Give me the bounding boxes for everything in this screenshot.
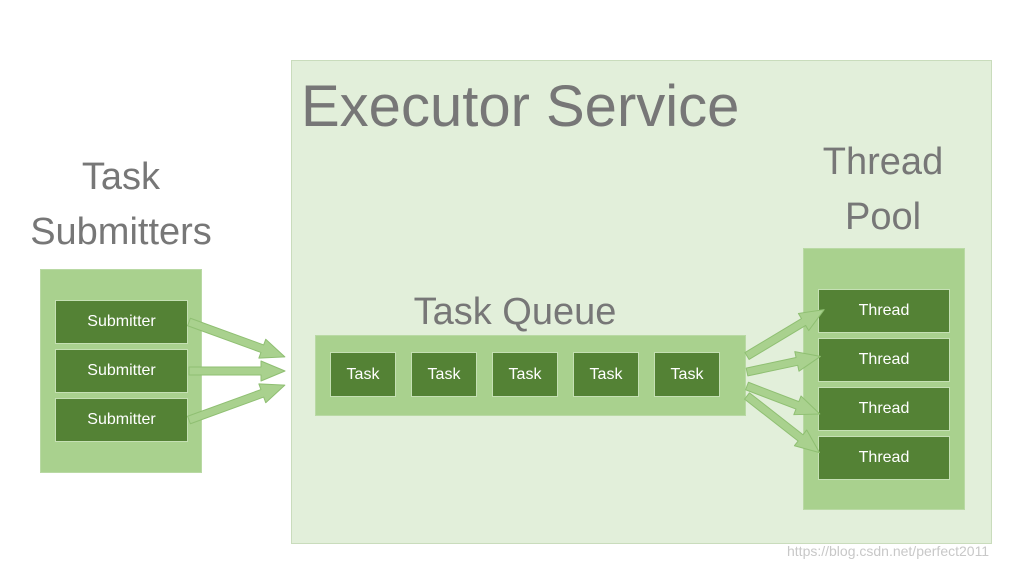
thread-box: Thread	[818, 387, 950, 431]
submitter-to-queue-arrow	[188, 360, 286, 382]
task-box: Task	[411, 352, 477, 397]
task-submitters-title-line2: Submitters	[30, 211, 212, 253]
submitter-box: Submitter	[55, 300, 188, 344]
watermark-text: https://blog.csdn.net/perfect2011	[787, 543, 990, 559]
task-box: Task	[330, 352, 396, 397]
thread-pool-title-line1: Thread	[822, 141, 944, 183]
queue-to-thread-arrow	[744, 309, 825, 360]
task-box: Task	[654, 352, 720, 397]
submitter-to-queue-arrow	[187, 383, 286, 425]
submitter-box: Submitter	[55, 349, 188, 393]
thread-box: Thread	[818, 436, 950, 480]
task-queue-title: Task Queue	[413, 291, 617, 333]
submitter-box: Submitter	[55, 398, 188, 442]
thread-box: Thread	[818, 338, 950, 382]
executor-service-title: Executor Service	[301, 74, 740, 139]
queue-to-thread-arrow	[745, 351, 821, 377]
task-submitters-title-line1: Task	[81, 156, 161, 198]
queue-to-thread-arrow	[744, 392, 820, 454]
task-box: Task	[573, 352, 639, 397]
thread-pool-title-line2: Pool	[844, 196, 922, 238]
submitter-to-queue-arrow	[187, 317, 286, 359]
queue-to-thread-arrow	[745, 381, 821, 416]
task-box: Task	[492, 352, 558, 397]
